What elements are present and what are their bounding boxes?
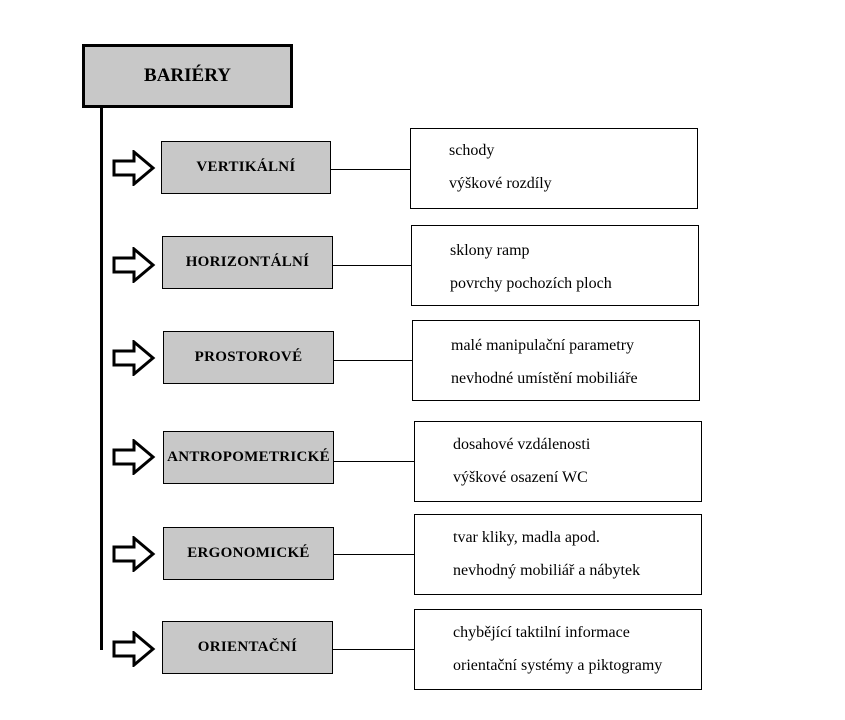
detail-item: tvar kliky, madla apod. [453,529,600,546]
category-row-spatial: PROSTOROVÉ malé manipulační parametry ne… [0,320,845,401]
detail-item: výškové rozdíly [449,175,552,192]
category-row-horizontal: HORIZONTÁLNÍ sklony ramp povrchy pochozí… [0,225,845,306]
root-barriers-box: BARIÉRY [82,44,293,108]
detail-box: dosahové vzdálenosti výškové osazení WC [414,421,702,502]
right-arrow-icon [112,631,156,667]
connector-line [331,169,411,170]
detail-item: povrchy pochozích ploch [450,275,612,292]
right-arrow-icon [112,150,156,186]
detail-item: malé manipulační parametry [451,337,635,354]
category-box: HORIZONTÁLNÍ [162,236,333,289]
connector-line [332,265,412,266]
category-label: ANTROPOMETRICKÉ [167,449,330,465]
category-box: PROSTOROVÉ [163,331,334,384]
category-row-ergonomic: ERGONOMICKÉ tvar kliky, madla apod. nevh… [0,514,845,595]
root-label: BARIÉRY [144,65,231,86]
connector-line [333,360,413,361]
detail-box: chybějící taktilní informace orientační … [414,609,702,690]
right-arrow-icon [112,439,156,475]
connector-line [333,554,415,555]
right-arrow-icon [112,247,156,283]
detail-box: schody výškové rozdíly [410,128,698,209]
detail-box: malé manipulační parametry nevhodné umís… [412,320,700,401]
right-arrow-icon [112,340,156,376]
detail-item: schody [449,142,495,159]
detail-item: nevhodný mobiliář a nábytek [453,562,641,579]
category-box: ANTROPOMETRICKÉ [163,431,334,484]
category-label: ORIENTAČNÍ [197,639,298,655]
category-label: PROSTOROVÉ [194,349,303,365]
detail-item: sklony ramp [450,242,530,259]
category-box: ORIENTAČNÍ [162,621,333,674]
detail-item: nevhodné umístění mobiliáře [451,370,638,387]
category-label: HORIZONTÁLNÍ [185,254,310,270]
detail-item: orientační systémy a piktogramy [453,657,663,674]
category-label: VERTIKÁLNÍ [196,159,296,175]
detail-item: dosahové vzdálenosti [453,436,591,453]
connector-line [333,461,415,462]
right-arrow-icon [112,536,156,572]
category-label: ERGONOMICKÉ [187,545,310,561]
category-box: VERTIKÁLNÍ [161,141,331,194]
category-row-anthropometric: ANTROPOMETRICKÉ dosahové vzdálenosti výš… [0,421,845,502]
category-row-vertical: VERTIKÁLNÍ schody výškové rozdíly [0,128,845,209]
detail-box: sklony ramp povrchy pochozích ploch [411,225,699,306]
detail-box: tvar kliky, madla apod. nevhodný mobiliá… [414,514,702,595]
vertical-trunk-line [100,105,103,650]
connector-line [332,649,415,650]
detail-item: chybějící taktilní informace [453,624,630,641]
category-box: ERGONOMICKÉ [163,527,334,580]
category-row-orientation: ORIENTAČNÍ chybějící taktilní informace … [0,609,845,690]
detail-item: výškové osazení WC [453,469,588,486]
